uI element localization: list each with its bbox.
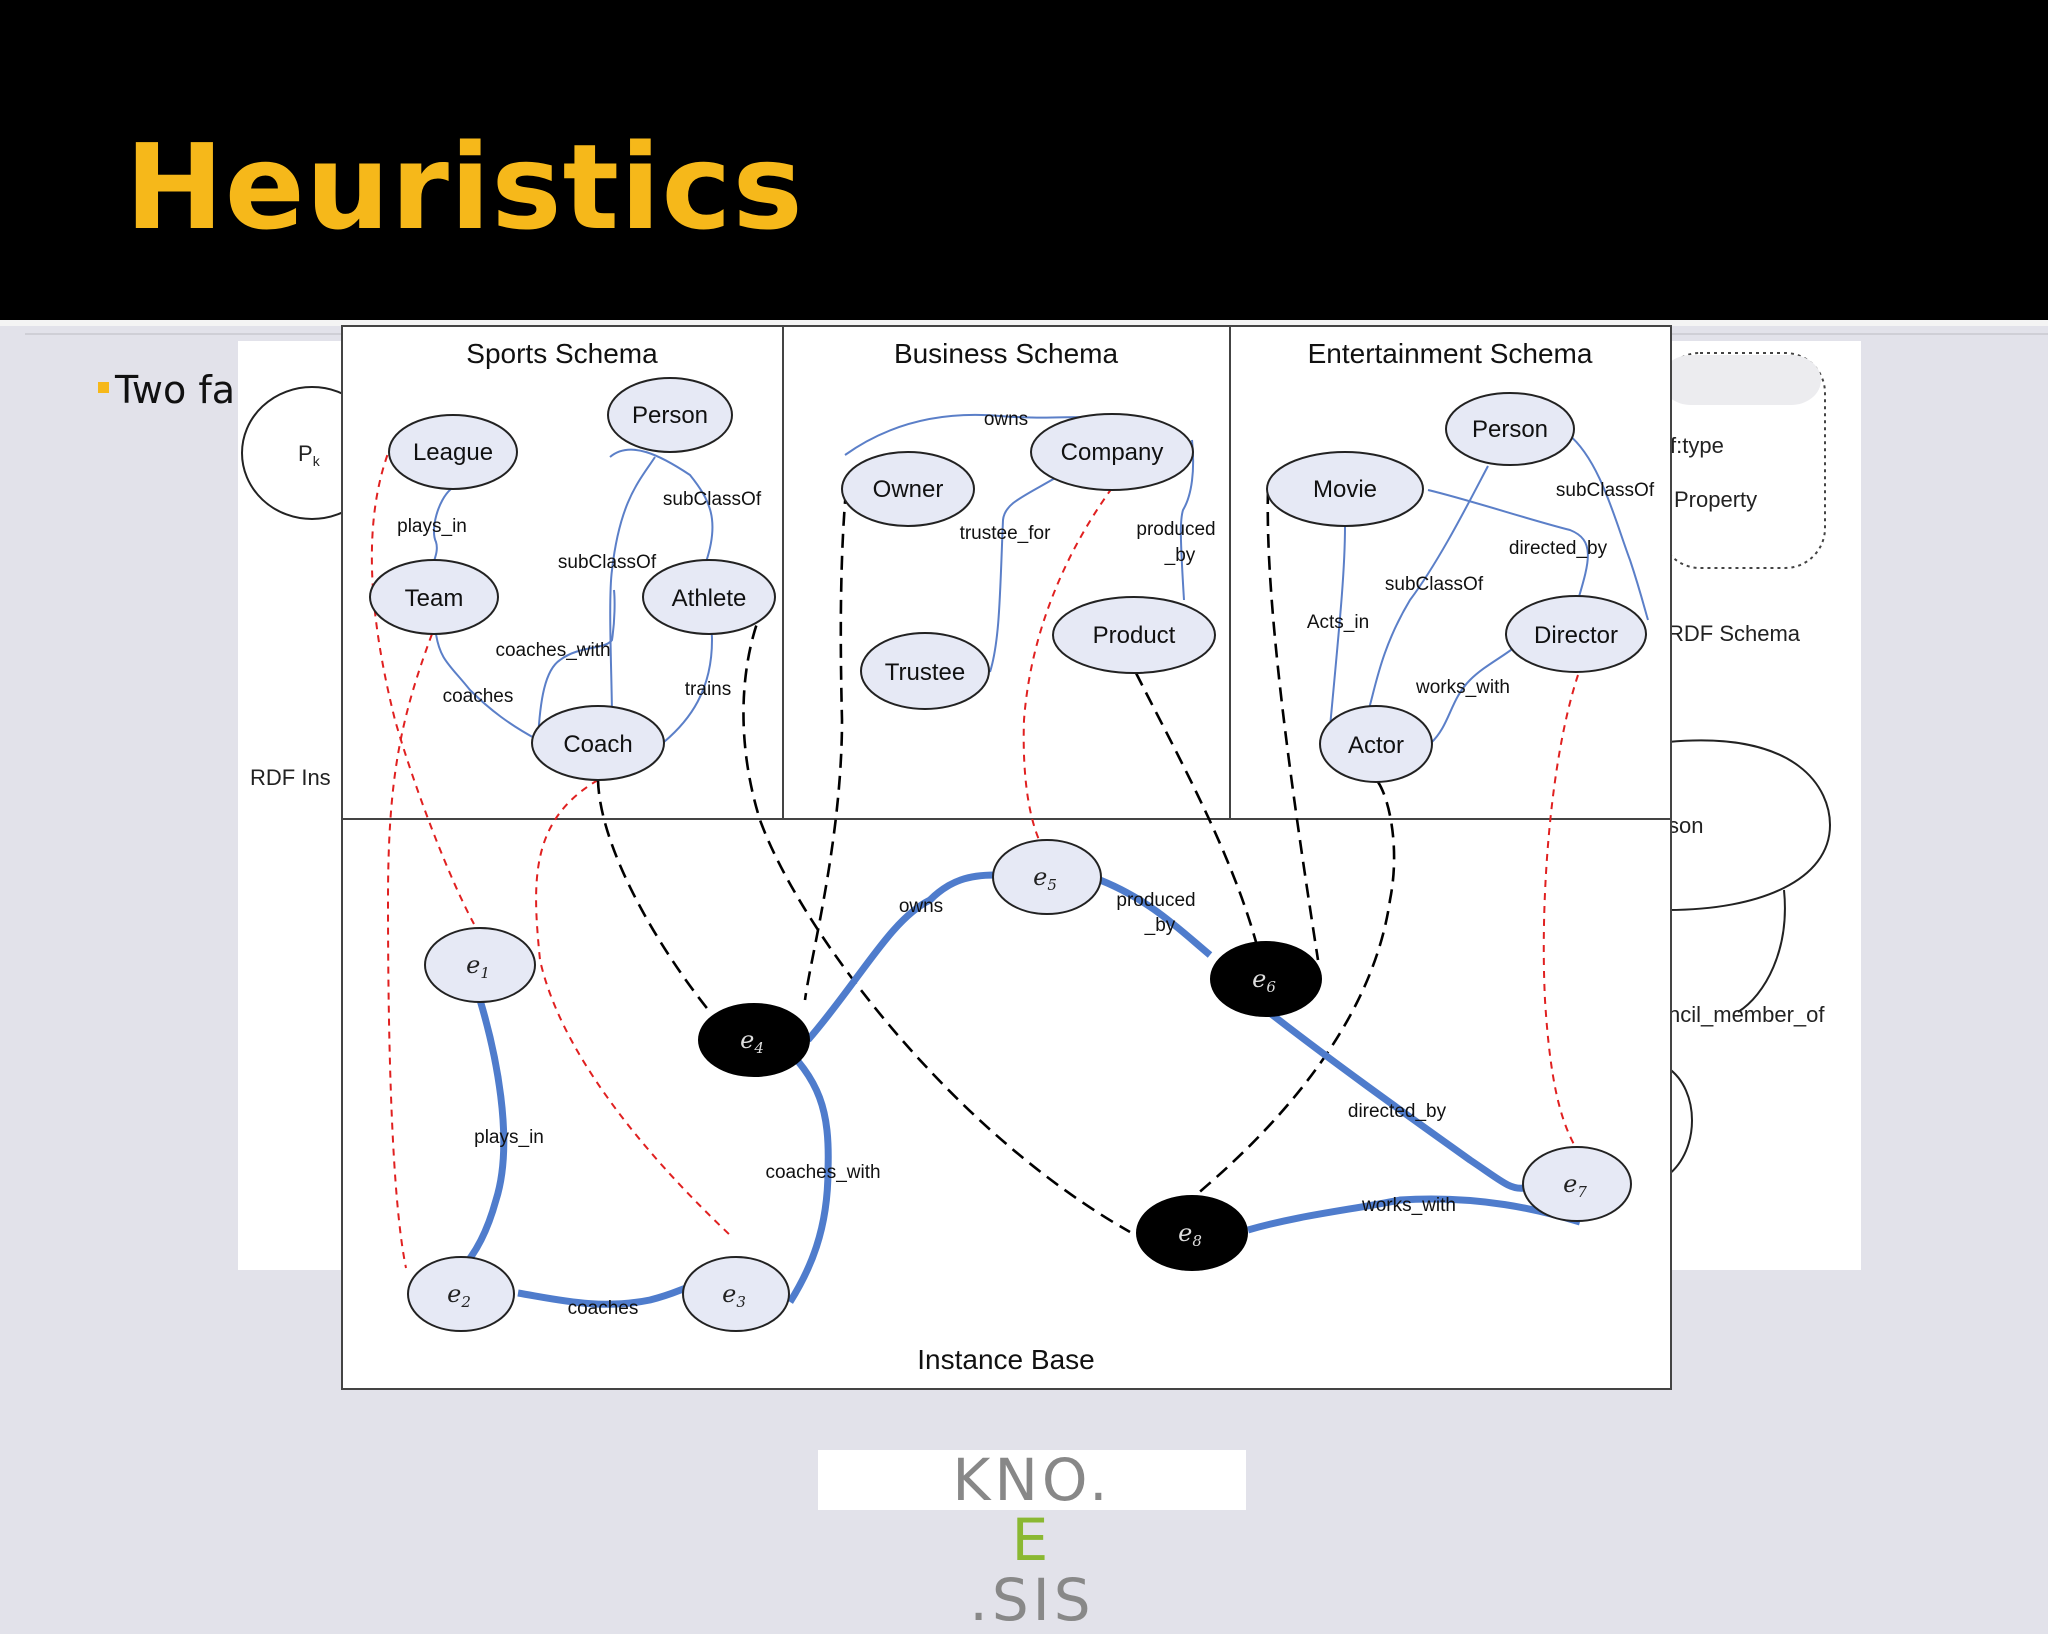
- edge-subclassof-coach: subClassOf: [558, 552, 657, 573]
- slide-title: Heuristics: [125, 118, 804, 256]
- edge-works-with-instance: works_with: [1361, 1195, 1456, 1216]
- entertainment-schema-title: Entertainment Schema: [1308, 338, 1593, 369]
- black-mapping-edges: [596, 489, 1396, 1234]
- edge-directed-by-schema: directed_by: [1509, 538, 1608, 559]
- rdf-ins-label: RDF Ins: [250, 765, 331, 790]
- edge-acts-in: Acts_in: [1307, 612, 1369, 633]
- node-e5: [992, 839, 1102, 915]
- edge-coaches-with-instance: coaches_with: [765, 1162, 880, 1183]
- edge-trains: trains: [685, 679, 731, 700]
- node-actor-label: Actor: [1348, 732, 1404, 759]
- node-person-ent-label: Person: [1472, 416, 1548, 443]
- edge-directed-by-instance: directed_by: [1348, 1101, 1447, 1122]
- node-e3-label: e3: [722, 1280, 746, 1311]
- business-schema-title: Business Schema: [894, 338, 1119, 369]
- edge-works-with-schema: works_with: [1415, 677, 1510, 698]
- council-member-label: ncil_member_of: [1668, 1002, 1825, 1027]
- edge-produced-by-instance-1: produced: [1116, 890, 1195, 911]
- node-e8: [1136, 1195, 1248, 1271]
- red-mapping-edges: [370, 442, 1579, 1269]
- node-movie-label: Movie: [1313, 476, 1377, 503]
- instance-edges: [457, 871, 1582, 1308]
- node-owner: [841, 451, 975, 527]
- node-e3: [682, 1256, 790, 1332]
- sports-schema-title: Sports Schema: [466, 338, 658, 369]
- node-e7: [1522, 1146, 1632, 1222]
- node-e4: [698, 1003, 810, 1077]
- node-e1: [424, 927, 536, 1003]
- edge-produced-by-schema-2: _by: [1164, 545, 1196, 566]
- node-movie: [1266, 451, 1424, 527]
- node-product-label: Product: [1093, 622, 1176, 649]
- node-e6: [1210, 941, 1322, 1017]
- bullet-text: Two fa: [115, 368, 235, 412]
- edge-plays-in-schema: plays_in: [397, 516, 467, 537]
- node-trustee: [860, 632, 990, 710]
- edge-subclassof-actor: subClassOf: [1385, 574, 1484, 595]
- node-actor: [1319, 705, 1433, 783]
- pk-label: Pk: [298, 441, 321, 469]
- edge-subclassof-athlete: subClassOf: [663, 489, 762, 510]
- bullet-icon: [98, 382, 109, 393]
- node-e1-label: e1: [466, 951, 490, 982]
- node-company: [1030, 413, 1194, 491]
- edge-coaches-instance: coaches: [568, 1298, 639, 1319]
- property-label: Property: [1674, 487, 1757, 512]
- node-athlete: [642, 559, 776, 635]
- edge-coaches-schema: coaches: [443, 686, 514, 707]
- rdf-type-label: f:type: [1670, 433, 1724, 458]
- node-e5-label: e5: [1033, 863, 1057, 894]
- edge-trustee-for: trustee_for: [960, 523, 1051, 544]
- node-director: [1505, 595, 1647, 673]
- node-person-sports: [607, 377, 733, 453]
- node-e4-label: e4: [740, 1026, 764, 1057]
- node-e2: [407, 1256, 515, 1332]
- node-team-label: Team: [405, 585, 464, 612]
- node-coach-label: Coach: [563, 731, 632, 758]
- edge-owns-instance: owns: [899, 896, 943, 917]
- node-product: [1052, 596, 1216, 674]
- node-league: [388, 414, 518, 490]
- node-e8-label: e8: [1178, 1219, 1202, 1250]
- node-league-label: League: [413, 439, 493, 466]
- schema-edges: [432, 414, 1649, 744]
- node-company-label: Company: [1061, 439, 1164, 466]
- node-team: [369, 559, 499, 635]
- title-bar: [0, 0, 2048, 320]
- node-e6-label: e6: [1252, 965, 1276, 996]
- node-person-ent: [1445, 392, 1575, 466]
- edge-plays-in-instance: plays_in: [474, 1127, 544, 1148]
- node-owner-label: Owner: [873, 476, 944, 503]
- knoesis-logo: KNO.E.SIS: [818, 1450, 1246, 1630]
- node-coach: [531, 705, 665, 781]
- title-divider: [0, 320, 2048, 326]
- node-director-label: Director: [1534, 622, 1618, 649]
- edge-owns-schema: owns: [984, 409, 1028, 430]
- edge-coaches-with-schema: coaches_with: [495, 640, 610, 661]
- schema-instance-diagram: Pk RDF Ins f:type Property RDF Schema so…: [241, 325, 1832, 1390]
- edge-produced-by-instance-2: _by: [1144, 915, 1176, 936]
- node-e2-label: e2: [447, 1280, 471, 1311]
- node-e7-label: e7: [1563, 1170, 1587, 1201]
- edge-subclassof-director: subClassOf: [1556, 480, 1655, 501]
- node-person-sports-label: Person: [632, 402, 708, 429]
- rdf-schema-label: RDF Schema: [1668, 621, 1801, 646]
- son-label: son: [1668, 813, 1703, 838]
- edge-produced-by-schema-1: produced: [1136, 519, 1215, 540]
- bullet-point: Two fa: [98, 368, 235, 412]
- node-trustee-label: Trustee: [885, 659, 965, 686]
- node-athlete-label: Athlete: [672, 585, 747, 612]
- logo-text: KNO.E.SIS: [952, 1446, 1112, 1634]
- instance-base-title: Instance Base: [917, 1344, 1094, 1375]
